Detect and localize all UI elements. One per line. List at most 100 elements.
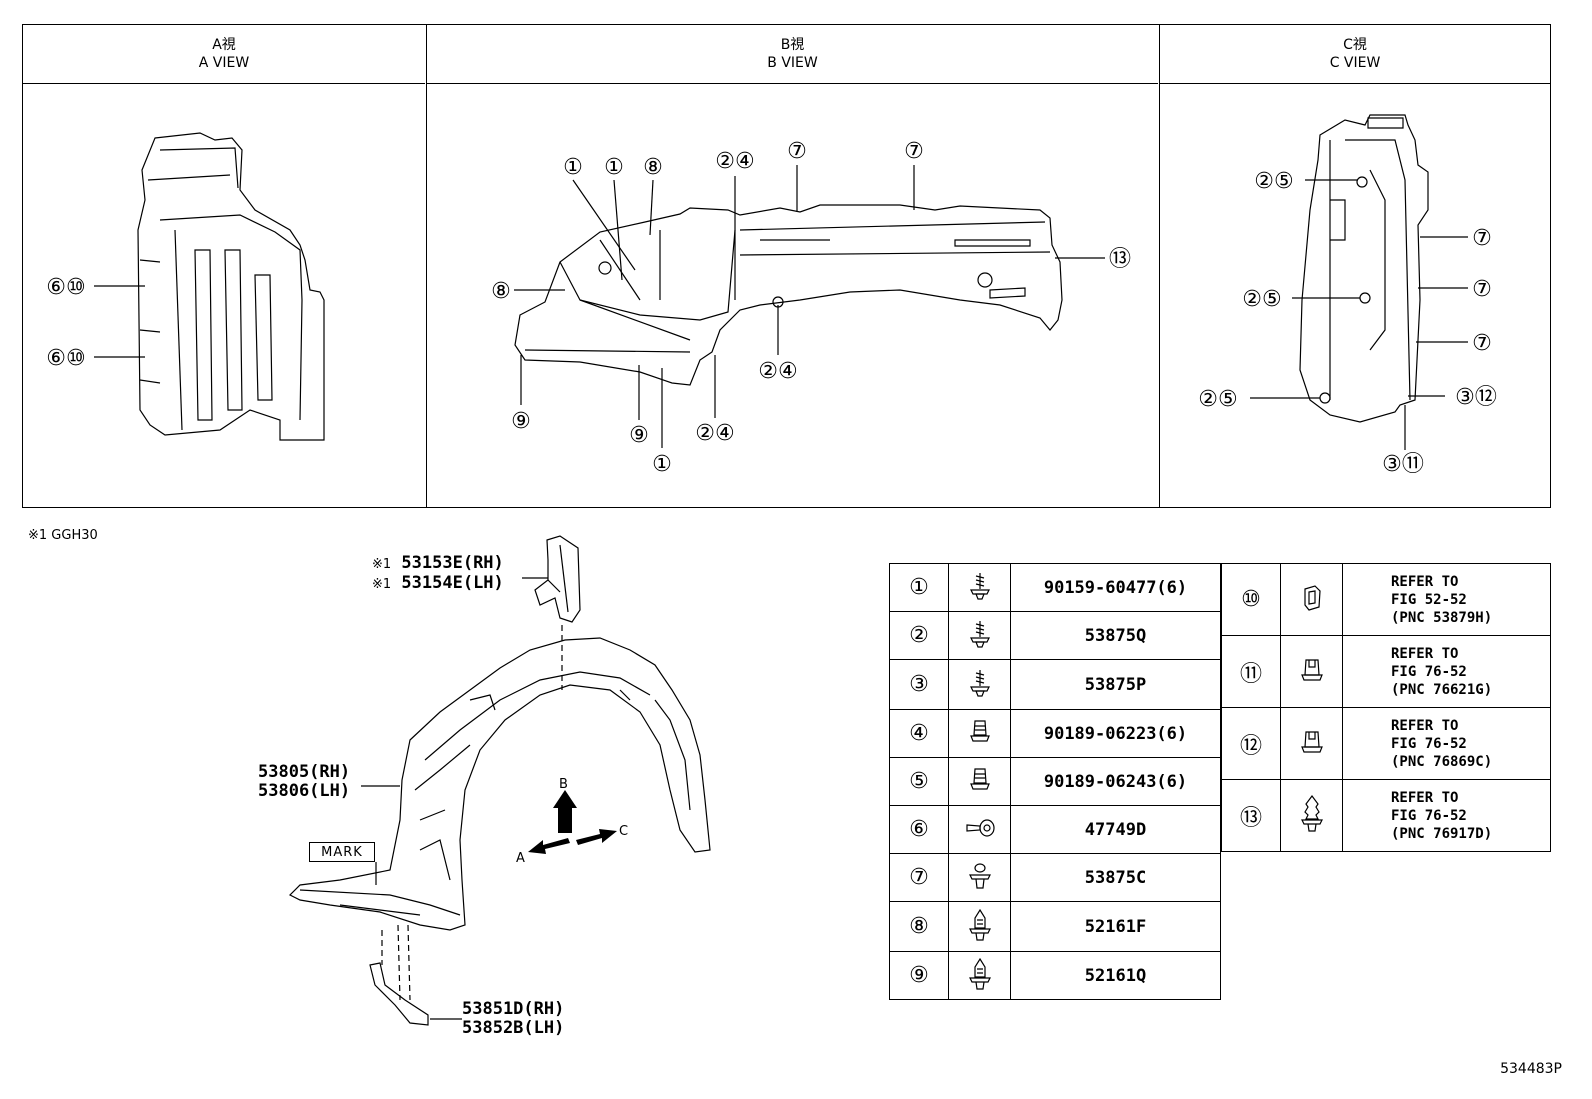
view-c-liner-drawing bbox=[1299, 114, 1429, 423]
legend-part-number: 53875Q bbox=[1010, 611, 1221, 660]
view-c-callout: ③⑪ bbox=[1382, 452, 1424, 477]
arrow-b-icon bbox=[553, 790, 577, 833]
mark-label: MARK bbox=[309, 842, 375, 862]
push-clip-icon bbox=[948, 853, 1011, 902]
view-b-callout: ⑬ bbox=[1109, 247, 1131, 272]
dir-label-b: B bbox=[559, 777, 568, 792]
reference-line: FIG 76-52 bbox=[1391, 735, 1467, 752]
legend-part-number: 53875P bbox=[1010, 659, 1221, 710]
retainer-icon bbox=[1280, 563, 1343, 636]
views-panel: A視 A VIEW B視 B VIEW C視 C VIEW bbox=[22, 24, 1551, 508]
seal-dash-line bbox=[407, 924, 411, 1001]
reference-line: (PNC 53879H) bbox=[1391, 609, 1493, 626]
view-b-callout: ⑨ bbox=[629, 423, 649, 448]
legend-callout-number: ⑨ bbox=[889, 951, 949, 1000]
reference-line: REFER TO bbox=[1391, 573, 1459, 590]
legend-row: ⑧ 52161F bbox=[889, 901, 1221, 952]
view-c-callout: ②⑤ bbox=[1254, 169, 1293, 194]
bracket-drawing bbox=[534, 535, 581, 623]
view-c-callout: ③⑫ bbox=[1455, 385, 1497, 410]
nut-clip-icon bbox=[948, 757, 1011, 806]
legend-callout-number: ⑪ bbox=[1221, 635, 1281, 708]
legend-part-number: 90189-06243(6) bbox=[1010, 757, 1221, 806]
view-b-callout: ⑦ bbox=[787, 139, 807, 164]
view-b-callout: ⑧ bbox=[643, 155, 663, 180]
liner-rh-number: 53805(RH) bbox=[258, 762, 351, 782]
fender-liner-drawing bbox=[288, 637, 711, 931]
bracket-mark: ※1 bbox=[372, 577, 392, 592]
seal-lh-number: 53852B(LH) bbox=[462, 1018, 565, 1038]
view-a-callout-leaders bbox=[94, 285, 145, 358]
screw-icon bbox=[948, 563, 1011, 612]
legend-row: ⑨ 52161Q bbox=[889, 951, 1221, 1000]
direction-arrows bbox=[528, 790, 617, 854]
legend-row: ① 90159-60477(6) bbox=[889, 563, 1221, 612]
screw-icon bbox=[948, 659, 1011, 710]
seal-part-label: 53851D(RH) 53852B(LH) bbox=[462, 1000, 564, 1038]
nut-clip-icon bbox=[948, 709, 1011, 758]
legend-callout-number: ⑧ bbox=[889, 901, 949, 952]
reference-line: FIG 76-52 bbox=[1391, 663, 1467, 680]
view-b-callout: ① bbox=[604, 155, 624, 180]
seal-rh-number: 53851D(RH) bbox=[462, 999, 565, 1019]
legend-callout-number: ⑫ bbox=[1221, 707, 1281, 780]
legend-part-number: 53875C bbox=[1010, 853, 1221, 902]
bracket-part-label: ※1 53153E(RH) ※1 53154E(LH) bbox=[372, 554, 504, 594]
reference-line: (PNC 76917D) bbox=[1391, 825, 1493, 842]
view-b-callout: ②④ bbox=[715, 149, 754, 174]
reference-line: FIG 76-52 bbox=[1391, 807, 1467, 824]
view-b-callout: ⑨ bbox=[511, 409, 531, 434]
legend-part-number: 90189-06223(6) bbox=[1010, 709, 1221, 758]
reference-line: REFER TO bbox=[1391, 717, 1459, 734]
view-a-panel: A視 A VIEW bbox=[23, 25, 427, 507]
legend-part-number: 90159-60477(6) bbox=[1010, 563, 1221, 612]
view-c-callout: ⑦ bbox=[1472, 331, 1492, 356]
view-c-title-en: C VIEW bbox=[1329, 55, 1381, 71]
legend-callout-number: ① bbox=[889, 563, 949, 612]
reference-line: (PNC 76621G) bbox=[1391, 681, 1493, 698]
view-c-header: C視 C VIEW bbox=[1160, 25, 1550, 84]
legend-callout-number: ⑤ bbox=[889, 757, 949, 806]
legend-row: ④ 90189-06223(6) bbox=[889, 709, 1221, 758]
legend-part-number: 52161Q bbox=[1010, 951, 1221, 1000]
seal-dash-line bbox=[397, 924, 401, 1001]
bracket-lh-number: 53154E(LH) bbox=[401, 573, 504, 593]
box-clip-icon bbox=[1280, 707, 1343, 780]
dir-label-c: C bbox=[619, 824, 628, 839]
dir-label-a: A bbox=[516, 851, 525, 866]
view-a-liner-drawing bbox=[137, 132, 325, 441]
view-b-title-jp: B視 bbox=[780, 37, 805, 53]
view-c-callout: ②⑤ bbox=[1198, 387, 1237, 412]
grommet-icon bbox=[948, 805, 1011, 854]
view-a-title-jp: A視 bbox=[212, 37, 236, 53]
legend-part-number: 52161F bbox=[1010, 901, 1221, 952]
screw-icon bbox=[948, 611, 1011, 660]
arrow-a-icon bbox=[528, 838, 570, 854]
rivet-clip-icon bbox=[948, 901, 1011, 952]
legend-callout-number: ④ bbox=[889, 709, 949, 758]
legend-row: ⑤ 90189-06243(6) bbox=[889, 757, 1221, 806]
legend-callout-number: ⑬ bbox=[1221, 779, 1281, 852]
legend-part-number: 47749D bbox=[1010, 805, 1221, 854]
rivet-clip-icon bbox=[948, 951, 1011, 1000]
bracket-mark: ※1 bbox=[372, 557, 392, 572]
seal-drawing bbox=[369, 962, 429, 1026]
box-clip-icon bbox=[1280, 635, 1343, 708]
view-c-callout: ⑦ bbox=[1472, 277, 1492, 302]
view-b-callout: ②④ bbox=[695, 421, 734, 446]
view-b-panel: B視 B VIEW bbox=[427, 25, 1160, 507]
view-b-callout: ① bbox=[563, 155, 583, 180]
view-a-title-en: A VIEW bbox=[198, 55, 250, 71]
